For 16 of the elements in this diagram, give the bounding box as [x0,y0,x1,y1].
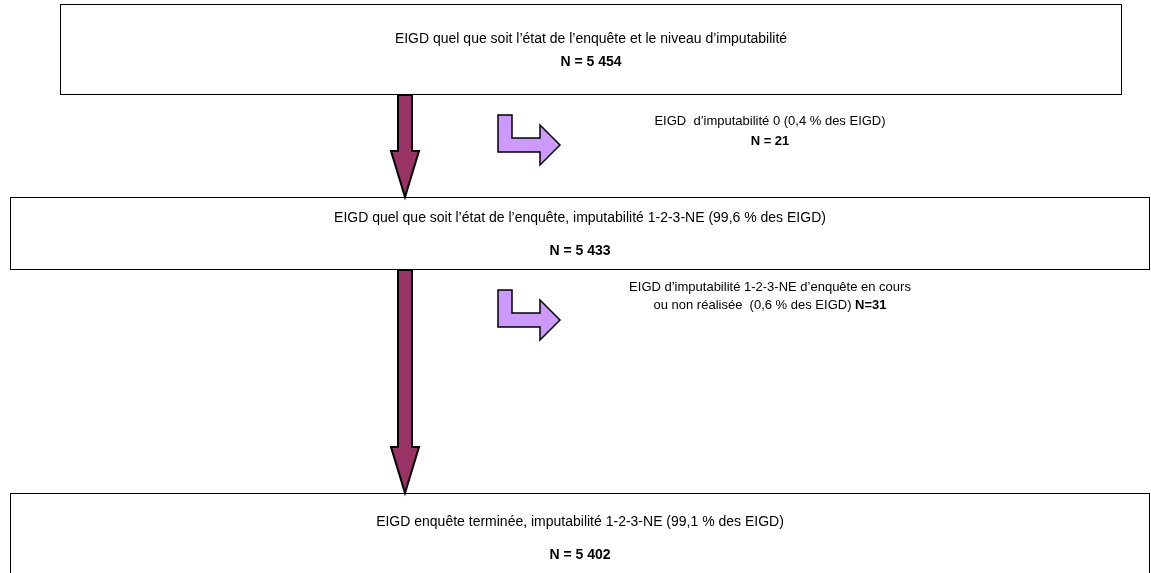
block-arrow [389,94,421,201]
description-text: EIGD quel que soit l’état de l’enquête et le niveau d’imputabilité [394,28,788,48]
description-text: EIGD d’imputabilité 1-2-3-NE d’enquête en cours ou non réalisée (0,6 % des EIGD) N=31 [628,278,912,314]
bent-block-arrow [497,114,562,167]
description-text: EIGD quel que soit l’état de l’enquête, imputabilité 1-2-3-NE (99,6 % des EIGD) [334,207,826,227]
count-text: N = 5 454 [560,51,622,71]
process-box [10,197,1150,270]
process-box [60,4,1122,95]
process-box [10,493,1150,573]
bent-block-arrow [497,289,562,342]
description-text: EIGD enquête terminée, imputabilité 1-2-3-NE (99,1 % des EIGD) [376,512,784,531]
description-text: EIGD d’imputabilité 0 (0,4 % des EIGD) [654,112,886,130]
count-text: N = 21 [750,131,790,150]
count-text: N = 5 402 [549,545,611,564]
count-text: N = 5 433 [549,240,611,260]
block-arrow [389,269,421,497]
